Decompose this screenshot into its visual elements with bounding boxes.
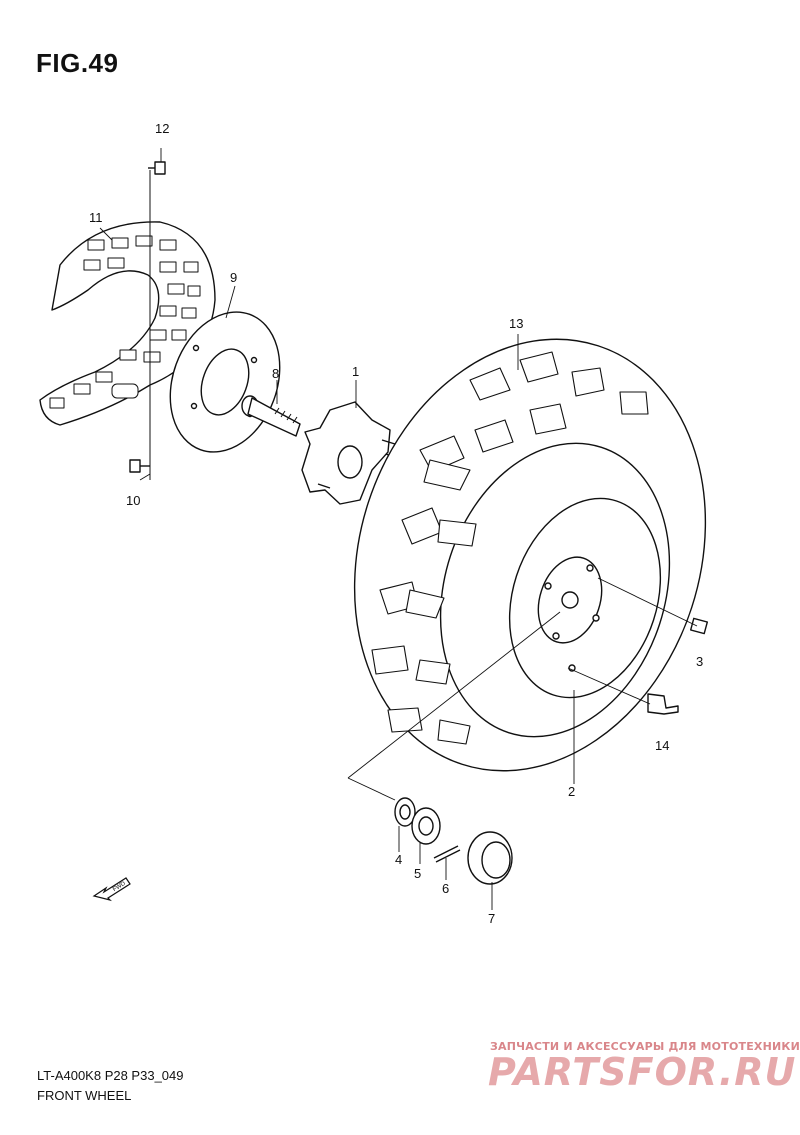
watermark-tagline: ЗАПЧАСТИ И АКСЕССУАРЫ ДЛЯ МОТОТЕХНИКИ (490, 1040, 800, 1053)
watermark-logo: PARTSFOR.RU (488, 1050, 797, 1094)
leader-lines (99, 148, 698, 910)
callout-9: 9 (230, 270, 237, 285)
cotter-pin-6 (433, 845, 461, 863)
washer-4 (394, 797, 416, 827)
valve-14 (647, 693, 679, 715)
wheel-hub (301, 401, 397, 505)
callout-13: 13 (509, 316, 523, 331)
model-code: LT-A400K8 P28 P33_049 (37, 1068, 184, 1083)
bolt-12 (148, 161, 166, 480)
callout-10: 10 (126, 493, 140, 508)
bolt-10 (129, 459, 150, 473)
callout-8: 8 (272, 366, 279, 381)
callout-7: 7 (488, 911, 495, 926)
callout-2: 2 (568, 784, 575, 799)
nut-3 (689, 617, 709, 635)
forward-arrow-icon: FWD (92, 877, 131, 902)
callout-5: 5 (414, 866, 421, 881)
callout-12: 12 (155, 121, 169, 136)
callout-11: 11 (89, 210, 103, 225)
disc-guard (39, 221, 216, 426)
callout-6: 6 (442, 881, 449, 896)
castle-nut-5 (411, 807, 441, 845)
rim (508, 497, 662, 699)
spindle-8 (241, 395, 301, 437)
brake-disc (169, 311, 281, 453)
hub-cap-7 (467, 831, 513, 885)
figure-title: FIG.49 (36, 48, 119, 78)
figure-caption: FRONT WHEEL (37, 1088, 132, 1103)
callout-3: 3 (696, 654, 703, 669)
callout-4: 4 (395, 852, 402, 867)
callout-1: 1 (352, 364, 359, 379)
callout-14: 14 (655, 738, 669, 753)
